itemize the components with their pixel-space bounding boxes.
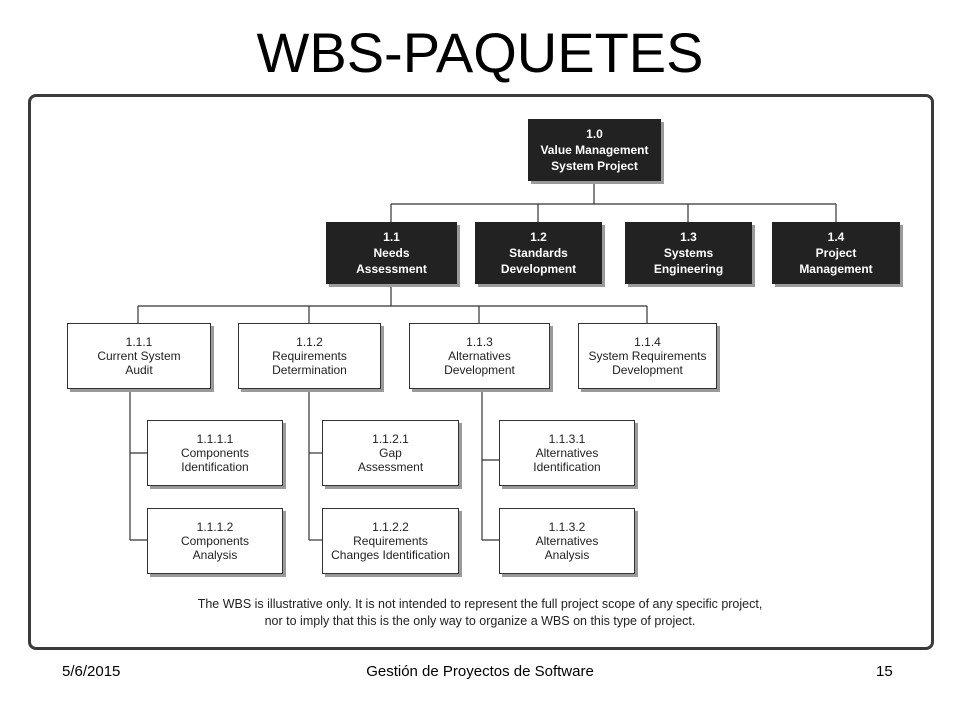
footer-page-number: 15 (876, 663, 893, 680)
node-label: Components (180, 534, 250, 548)
node-label: Standards (509, 246, 568, 260)
node-code: 1.3 (680, 230, 697, 244)
node-code: 1.1.4 (634, 335, 661, 349)
node-label: Identification (533, 460, 601, 474)
wbs-node-1-1: 1.1 Needs Assessment (326, 222, 457, 284)
node-label: Changes Identification (331, 548, 450, 562)
node-label: Assessment (356, 262, 427, 276)
node-label: Requirements (353, 534, 428, 548)
wbs-node-1-4: 1.4 Project Management (772, 222, 900, 284)
node-label: Management (799, 262, 873, 276)
wbs-node-1-1-4: 1.1.4 System Requirements Development (578, 323, 717, 389)
node-code: 1.1.2 (296, 335, 323, 349)
node-label: Development (500, 262, 577, 276)
node-code: 1.0 (586, 127, 603, 141)
slide-title: WBS-PAQUETES (256, 21, 704, 84)
wbs-node-1-2: 1.2 Standards Development (475, 222, 602, 284)
node-code: 1.1.2.1 (372, 432, 409, 446)
node-code: 1.1.3.1 (548, 432, 586, 446)
node-label: Identification (181, 460, 249, 474)
wbs-node-1-0: 1.0 Value Management System Project (528, 119, 661, 181)
node-code: 1.1.1 (125, 335, 153, 349)
node-label: Needs (373, 246, 410, 260)
node-code: 1.1.3.2 (548, 520, 586, 534)
node-label: Analysis (544, 548, 590, 562)
wbs-node-1-1-3-1: 1.1.3.1 Alternatives Identification (499, 420, 635, 486)
node-label: System Requirements (588, 349, 707, 363)
caption-line: nor to imply that this is the only way t… (264, 614, 696, 628)
wbs-node-1-1-1: 1.1.1 Current System Audit (67, 323, 211, 389)
node-label: Current System (97, 349, 181, 363)
wbs-node-1-1-3: 1.1.3 Alternatives Development (409, 323, 550, 389)
node-code: 1.1.3 (466, 335, 493, 349)
node-label: Determination (272, 363, 347, 377)
wbs-node-1-1-3-2: 1.1.3.2 Alternatives Analysis (499, 508, 635, 574)
node-code: 1.1.1.1 (196, 432, 234, 446)
diagram-frame (28, 94, 934, 650)
node-label: Components (180, 446, 250, 460)
node-label: Gap (379, 446, 402, 460)
wbs-node-1-3: 1.3 Systems Engineering (625, 222, 752, 284)
wbs-node-1-1-2-1: 1.1.2.1 Gap Assessment (322, 420, 459, 486)
node-code: 1.4 (827, 230, 845, 244)
node-label: Analysis (192, 548, 238, 562)
wbs-node-1-1-1-1: 1.1.1.1 Components Identification (147, 420, 283, 486)
node-label: Alternatives (448, 349, 511, 363)
node-label: Value Management (540, 143, 649, 157)
node-label: Development (444, 363, 515, 377)
node-label: Assessment (357, 460, 424, 474)
wbs-node-1-1-2-2: 1.1.2.2 Requirements Changes Identificat… (322, 508, 459, 574)
node-code: 1.1 (383, 230, 400, 244)
node-label: Systems (663, 246, 714, 260)
caption-line: The WBS is illustrative only. It is not … (197, 597, 763, 611)
node-code: 1.2 (530, 230, 547, 244)
node-label: Requirements (272, 349, 347, 363)
node-label: System Project (551, 159, 638, 173)
node-label: Alternatives (535, 446, 599, 460)
node-label: Alternatives (535, 534, 599, 548)
node-label: Audit (125, 363, 153, 377)
diagram-caption: The WBS is illustrative only. It is not … (60, 596, 900, 630)
wbs-node-1-1-2: 1.1.2 Requirements Determination (238, 323, 381, 389)
wbs-node-1-1-1-2: 1.1.1.2 Components Analysis (147, 508, 283, 574)
footer-course-title: Gestión de Proyectos de Software (366, 663, 594, 680)
footer-date: 5/6/2015 (62, 663, 121, 680)
node-label: Project (815, 246, 857, 260)
node-label: Engineering (653, 262, 724, 276)
node-code: 1.1.1.2 (196, 520, 234, 534)
node-code: 1.1.2.2 (372, 520, 409, 534)
node-label: Development (612, 363, 683, 377)
